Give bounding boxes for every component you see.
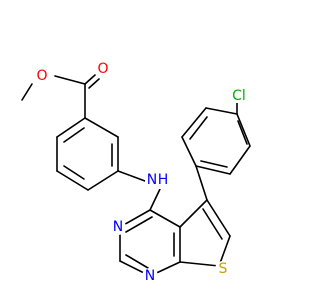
chemical-structure: O O N H N N S Cl bbox=[21, 60, 251, 284]
oxygen-ether-label: O bbox=[36, 68, 47, 84]
hydrogen-amine-label: H bbox=[158, 172, 169, 188]
bond-lines bbox=[21, 74, 251, 277]
sulfur-thiophene-label: S bbox=[219, 261, 228, 277]
oxygen-carbonyl-label: O bbox=[97, 61, 108, 77]
nitrogen-ring-upper-label: N bbox=[113, 219, 123, 235]
chlorine-label: Cl bbox=[232, 88, 246, 104]
atom-labels: O O N H N N S Cl bbox=[33, 60, 249, 284]
nitrogen-amine-label: N bbox=[147, 172, 157, 188]
nitrogen-ring-lower-label: N bbox=[145, 268, 155, 284]
